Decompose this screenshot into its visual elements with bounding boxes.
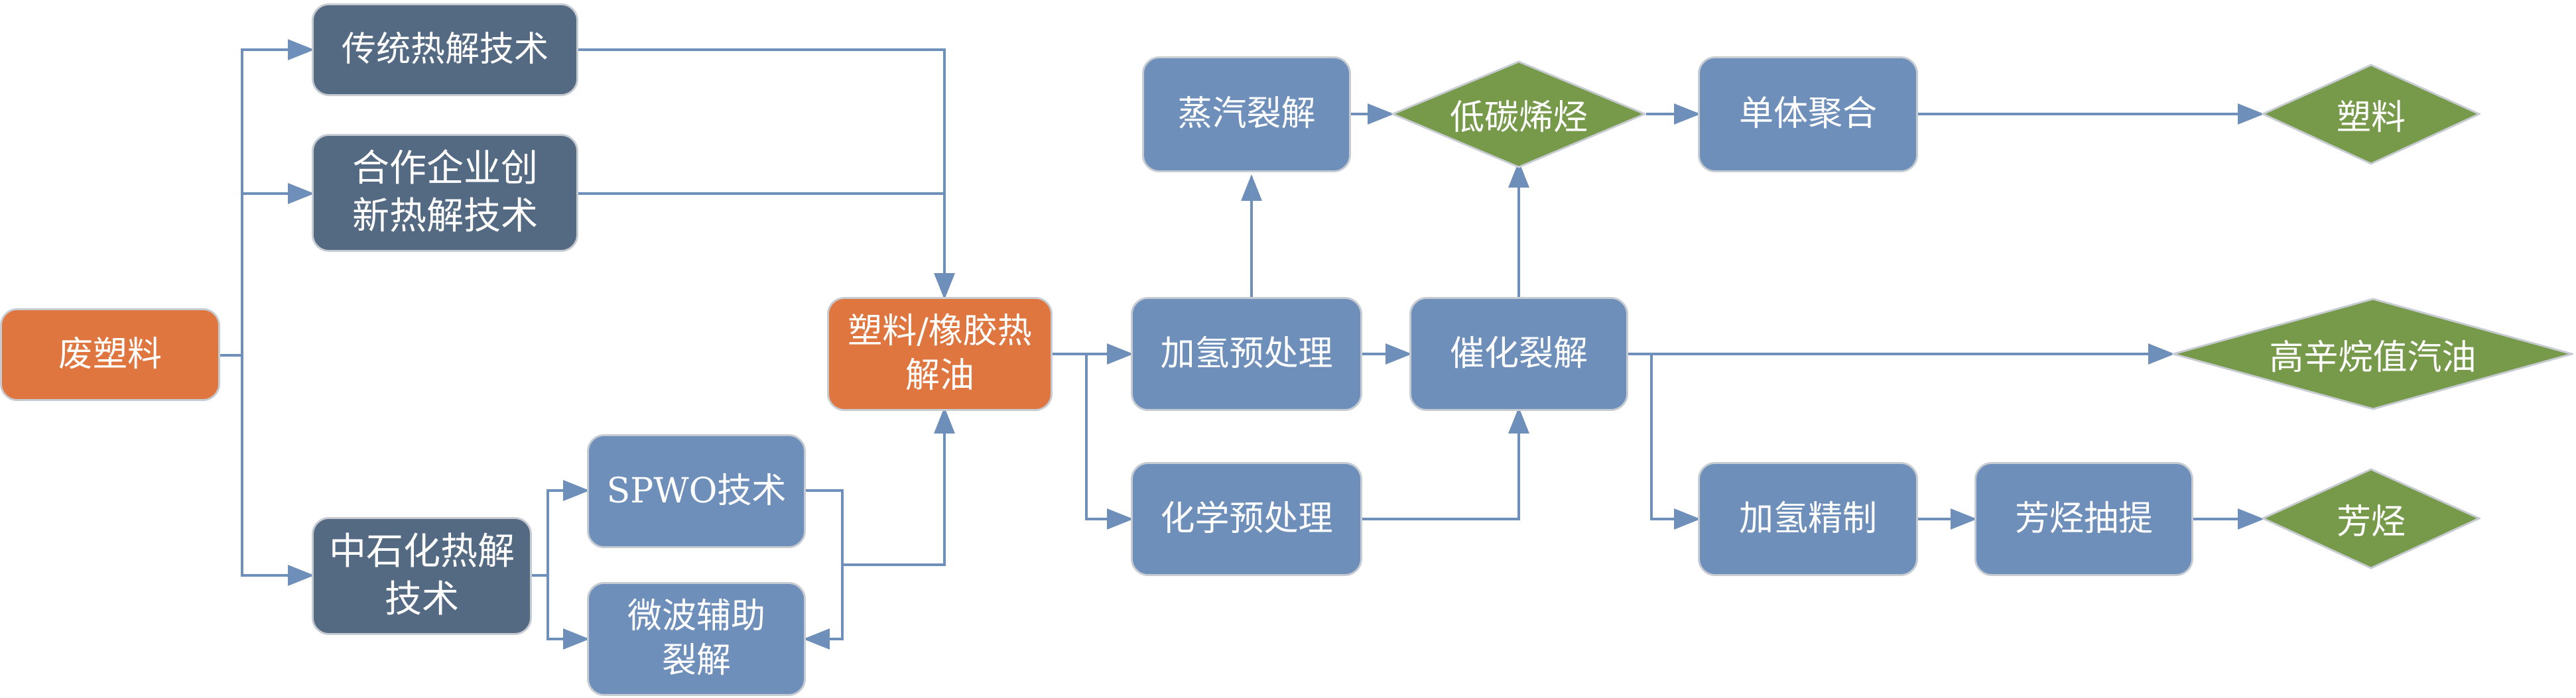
node-spwo: SPWO技术 [587, 434, 806, 548]
node-hydro-pretreatment: 加氢预处理 [1131, 297, 1362, 411]
node-traditional-pyrolysis: 传统热解技术 [312, 3, 578, 96]
node-sinopec-pyrolysis-label: 中石化热解技术 [329, 530, 515, 621]
node-partner-pyrolysis: 合作企业创新热解技术 [312, 134, 578, 252]
node-pyrolysis-oil-label: 塑料/橡胶热解油 [848, 312, 1032, 396]
node-high-octane-gasoline-label: 高辛烷值汽油 [2269, 337, 2477, 378]
node-high-octane-gasoline: 高辛烷值汽油 [2172, 297, 2573, 411]
link-catalytic-to-hydrorefining [1650, 354, 1701, 530]
link-chemical-to-catalytic [1361, 407, 1529, 520]
node-light-olefins-label: 低碳烯烃 [1449, 98, 1588, 138]
node-waste-plastic: 废塑料 [0, 308, 220, 401]
node-chemical-pretreatment: 化学预处理 [1131, 462, 1362, 576]
link-sinopec-branch [531, 480, 590, 577]
link-waste-to-sinopec [241, 355, 314, 586]
link-oil-to-hydro [1051, 353, 1133, 530]
node-microwave: 微波辅助裂解 [587, 582, 806, 696]
node-catalytic-cracking: 催化裂解 [1409, 297, 1628, 411]
node-hydrorefining: 加氢精制 [1698, 462, 1918, 576]
node-steam-cracking: 蒸汽裂解 [1142, 56, 1351, 172]
node-plastic: 塑料 [2262, 63, 2480, 166]
node-light-olefins: 低碳烯烃 [1391, 60, 1646, 169]
node-aromatics-label: 芳烃 [2336, 502, 2406, 542]
link-traditional-to-oil [578, 48, 955, 300]
node-pyrolysis-oil: 塑料/橡胶热解油 [827, 297, 1053, 411]
node-microwave-label: 微波辅助裂解 [627, 597, 765, 681]
node-plastic-label: 塑料 [2336, 98, 2406, 138]
link-waste-to-traditional [219, 39, 314, 357]
node-aromatics-extraction: 芳烃抽提 [1974, 462, 2193, 576]
node-aromatics: 芳烃 [2262, 467, 2480, 570]
link-sinopec-to-microwave [547, 575, 590, 650]
node-sinopec-pyrolysis: 中石化热解技术 [312, 517, 532, 635]
link-sinopec-tech-to-oil [842, 407, 955, 566]
node-monomer-polymerization: 单体聚合 [1698, 56, 1918, 172]
node-partner-pyrolysis-label: 合作企业创新热解技术 [352, 147, 538, 238]
link-spwo-to-microwave [803, 489, 844, 650]
